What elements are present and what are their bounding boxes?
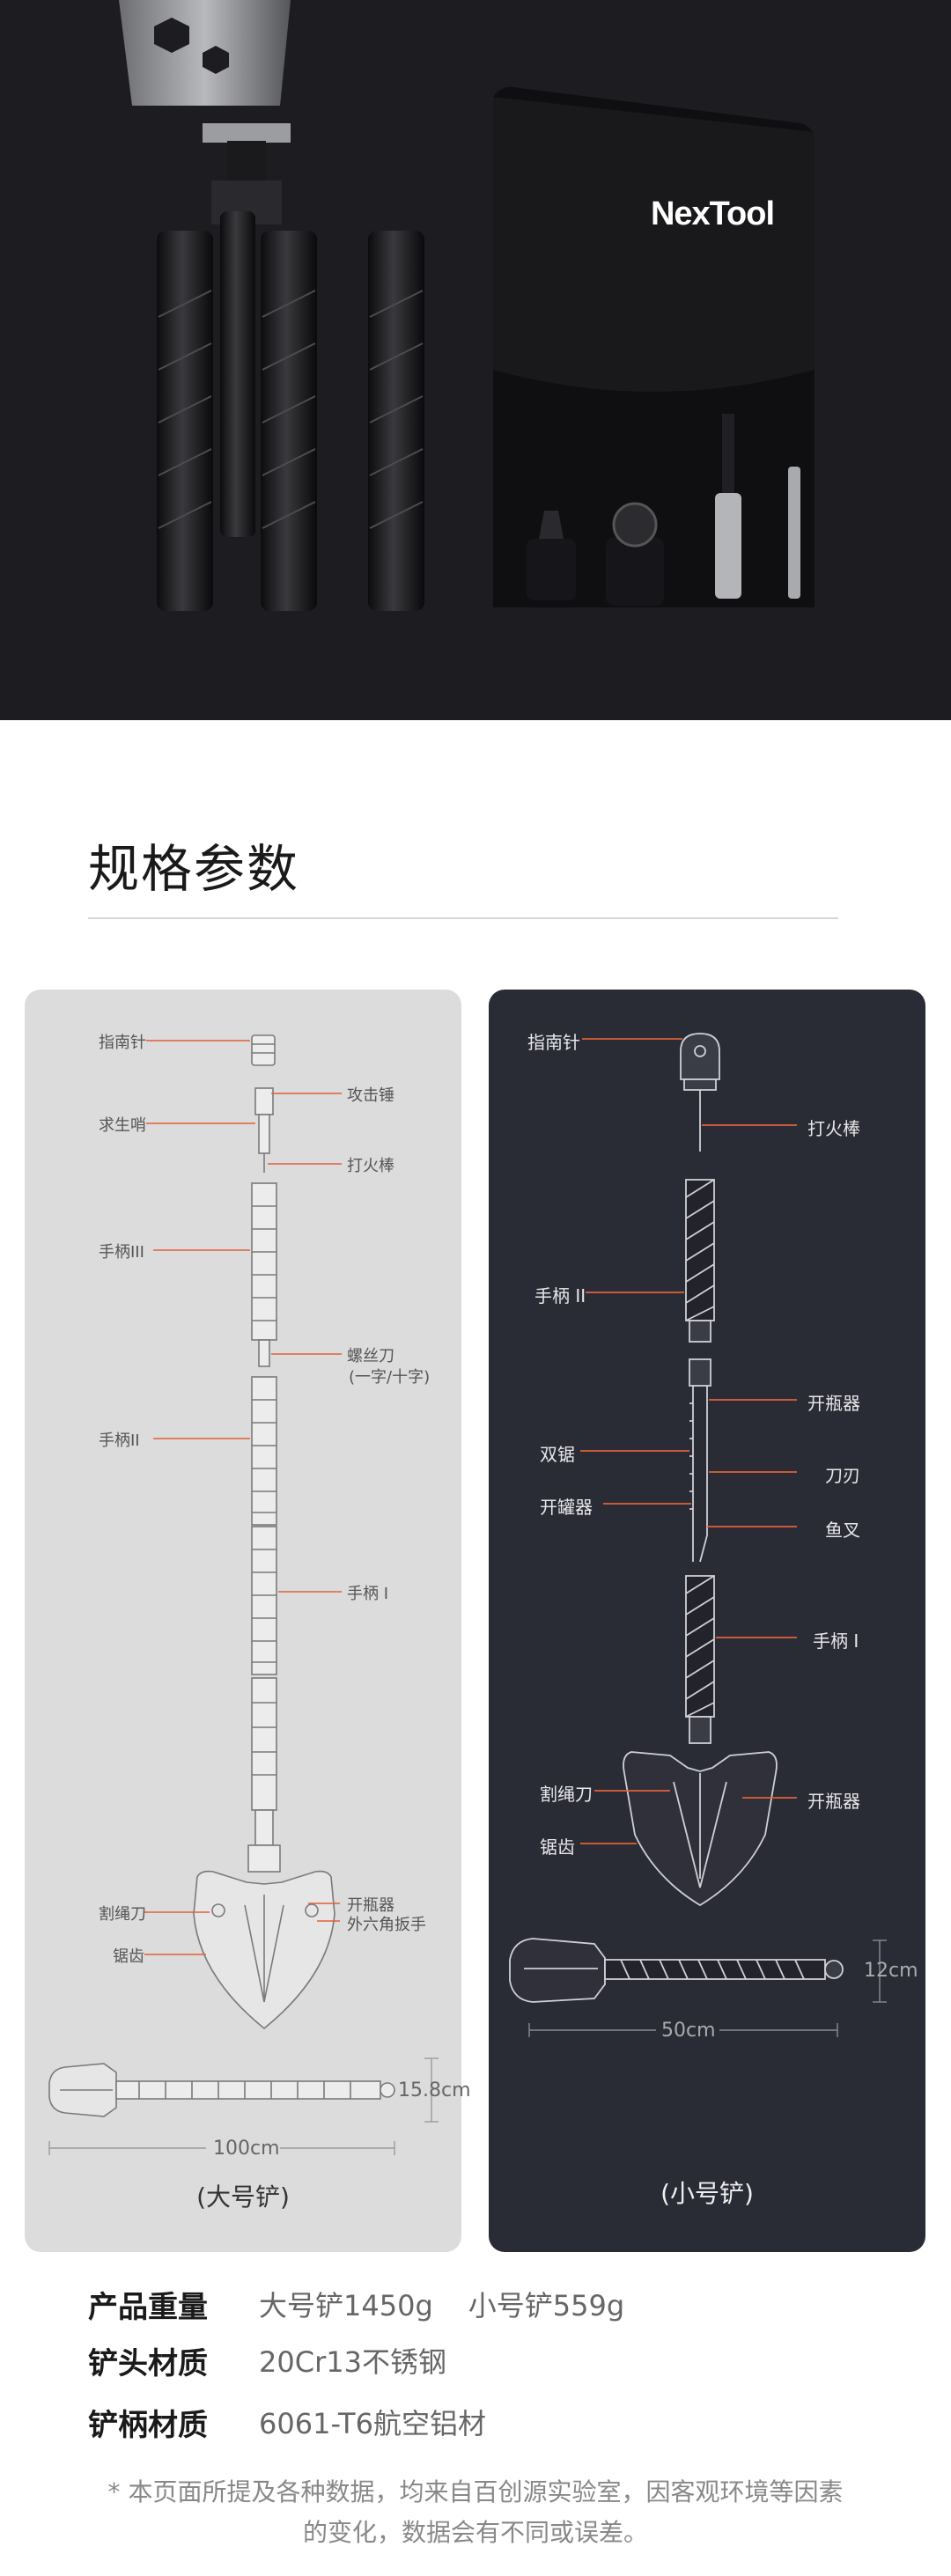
spec-value-large: 大号铲1450g <box>259 2289 433 2322</box>
spec-label: 铲柄材质 <box>88 2407 208 2443</box>
label-hex-wrench: 外六角扳手 <box>347 1916 426 1934</box>
spec-row-weight: 产品重量 大号铲1450g 小号铲559g <box>88 2282 624 2326</box>
small-shovel-exploded-diagram <box>509 1033 887 2037</box>
dimension-length: 100cm <box>213 2138 280 2160</box>
label-saw-teeth: 锯齿 <box>113 1947 144 1966</box>
large-shovel-caption: (大号铲) <box>196 2182 290 2212</box>
label-whistle: 求生哨 <box>99 1116 146 1135</box>
section-divider <box>88 917 838 919</box>
label-handle-1: 手柄 I <box>347 1585 389 1603</box>
spec-row-head-material: 铲头材质 20Cr13不锈钢 <box>88 2338 446 2382</box>
label-fire-starter: 打火棒 <box>807 1118 860 1139</box>
label-bottle-opener: 开瓶器 <box>347 1896 394 1915</box>
spec-value: 20Cr13不锈钢 <box>259 2345 446 2379</box>
small-shovel-diagram-card: 指南针 打火棒 手柄 II 开瓶器 双锯 刀刃 开罐器 鱼叉 手柄 I 割绳刀 … <box>489 990 925 2252</box>
label-rope-cutter: 割绳刀 <box>99 1905 146 1924</box>
label-handle-3: 手柄III <box>99 1243 144 1262</box>
label-fire-starter: 打火棒 <box>347 1157 394 1175</box>
large-shovel-diagram-card: 指南针 攻击锤 求生哨 打火棒 手柄III 螺丝刀 (一字/十字) 手柄II 手… <box>25 990 471 2252</box>
section-title: 规格参数 <box>88 839 300 899</box>
label-attack-hammer: 攻击锤 <box>347 1086 394 1105</box>
spec-value: 6061-T6航空铝材 <box>259 2407 486 2440</box>
spec-value: 大号铲1450g 小号铲559g <box>259 2284 624 2324</box>
label-can-opener: 开罐器 <box>540 1497 593 1518</box>
label-saw-teeth: 锯齿 <box>540 1836 575 1858</box>
label-handle-1: 手柄 I <box>813 1630 859 1652</box>
hero-product-image: NexTool <box>0 0 951 720</box>
label-blade: 刀刃 <box>825 1465 860 1486</box>
label-screwdriver: 螺丝刀 <box>347 1347 394 1365</box>
spec-value-small: 小号铲559g <box>468 2289 625 2322</box>
label-compass: 指南针 <box>99 1034 146 1052</box>
label-compass: 指南针 <box>527 1032 580 1053</box>
footnote-line-2: 的变化，数据会有不同或误差。 <box>302 2518 648 2547</box>
disclaimer-footnote: * 本页面所提及各种数据，均来自百创源实验室，因客观环境等因素 的变化，数据会有… <box>79 2472 872 2553</box>
spec-label: 产品重量 <box>88 2289 208 2325</box>
label-screwdriver-note: (一字/十字) <box>349 1368 431 1387</box>
dimension-width: 15.8cm <box>398 2079 471 2101</box>
hero-illustration <box>119 0 815 611</box>
spec-label: 铲头材质 <box>88 2345 208 2381</box>
label-double-saw: 双锯 <box>540 1444 575 1465</box>
dimension-width: 12cm <box>864 1960 918 1982</box>
small-shovel-caption: (小号铲) <box>660 2179 754 2208</box>
footnote-line-1: * 本页面所提及各种数据，均来自百创源实验室，因客观环境等因素 <box>107 2477 844 2506</box>
brand-logo: NexTool <box>650 195 775 232</box>
label-rope-cutter: 割绳刀 <box>540 1784 593 1805</box>
spec-row-handle-material: 铲柄材质 6061-T6航空铝材 <box>88 2400 486 2444</box>
label-handle-2: 手柄II <box>99 1432 140 1450</box>
dimension-length: 50cm <box>661 2020 716 2042</box>
large-shovel-exploded-diagram <box>48 1034 439 2155</box>
label-fish-fork: 鱼叉 <box>825 1520 860 1541</box>
label-handle-2: 手柄 II <box>534 1285 586 1306</box>
label-bottle-opener-head: 开瓶器 <box>807 1791 860 1812</box>
label-bottle-opener-top: 开瓶器 <box>807 1393 860 1414</box>
